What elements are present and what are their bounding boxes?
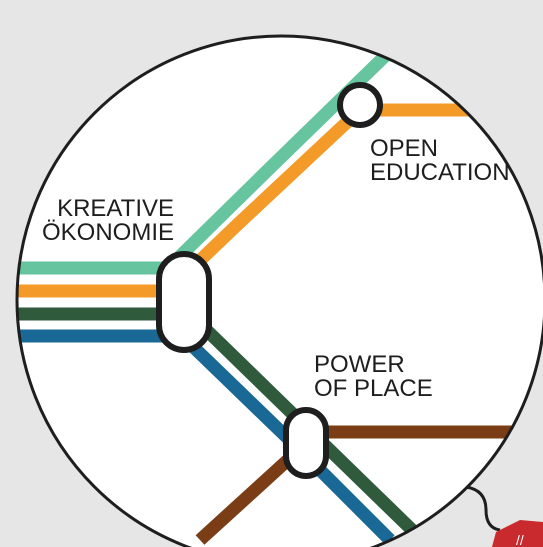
red-badge-marks: //: [516, 532, 524, 547]
magnifier-pointer-tail: [465, 485, 501, 532]
blue-line: [17, 329, 395, 545]
station-kreative-oekonomie[interactable]: [156, 251, 212, 353]
magnifier-outline: [15, 34, 543, 547]
red-badge-icon: [492, 520, 543, 547]
orange-line: [17, 103, 543, 298]
station-power-of-place[interactable]: [283, 407, 329, 479]
station-open-education[interactable]: [337, 82, 383, 128]
magnifier-circle: [17, 36, 543, 547]
station-label-kreative-oekonomie: KREATIVE ÖKONOMIE: [41, 195, 174, 246]
station-label-power-of-place: POWER OF PLACE: [314, 351, 433, 402]
station-label-open-education: OPEN EDUCATION: [370, 135, 510, 186]
